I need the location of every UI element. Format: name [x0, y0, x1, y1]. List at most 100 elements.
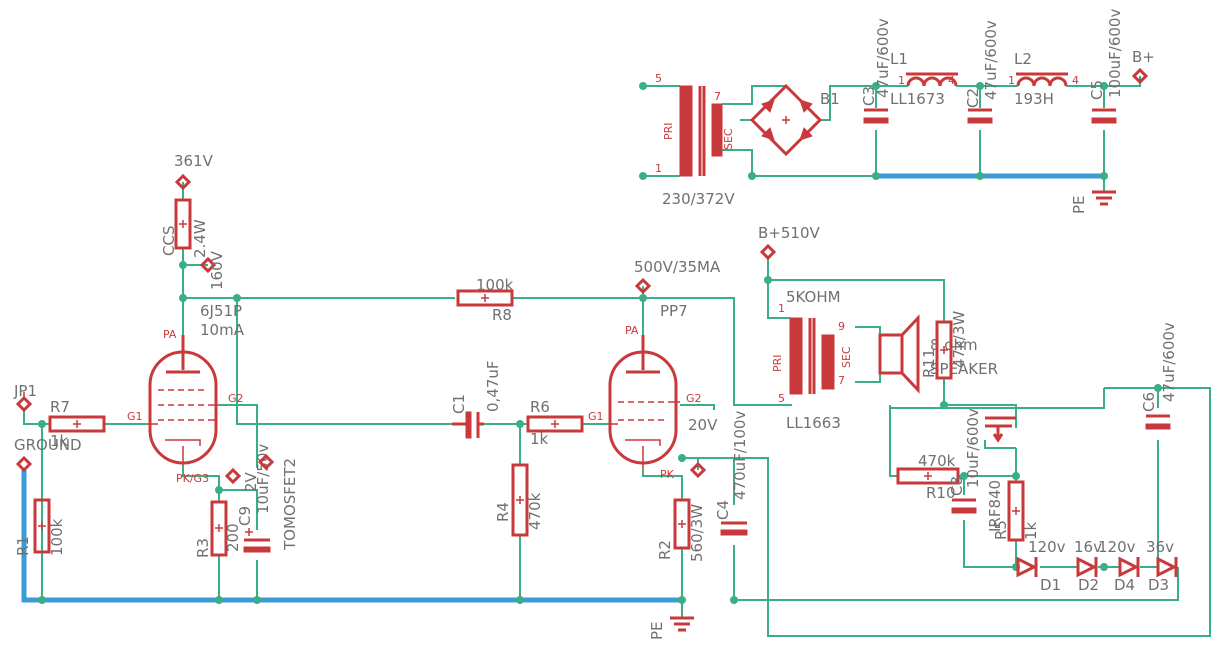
pt-voltage: 230/372V — [662, 190, 735, 208]
ccs-label: CCS — [160, 226, 178, 256]
c5-label: C5 — [1088, 80, 1106, 100]
tube-pp7: 500V/35MA PP7 PA G1 G2 PK — [588, 258, 721, 481]
capacitor-c6: C6 47uF/600v — [1140, 322, 1178, 430]
c3-value: 47uF/600v — [874, 18, 892, 98]
r8-label: R8 — [492, 306, 512, 324]
r7-label: R7 — [50, 398, 70, 416]
capacitor-c2: C2 47uF/600v — [964, 20, 1000, 124]
resistor-r5: R5 1k — [992, 480, 1040, 542]
tube1-current: 10mA — [200, 321, 245, 339]
ccs-source: 361V CCS 2.4W 160V — [160, 152, 226, 290]
c3-label: C3 — [860, 86, 878, 106]
r11-label: R11 — [920, 348, 938, 378]
ot-pri-label: PRI — [771, 354, 784, 372]
r3-label: R3 — [194, 538, 212, 558]
c2-value: 47uF/600v — [982, 20, 1000, 100]
pt-sec-label: SEC — [722, 128, 735, 150]
ground-terminal: GROUND — [14, 436, 82, 473]
capacitor-c8: C8 10uF/600v — [948, 408, 982, 514]
tube2-pk-label: PK — [660, 468, 675, 481]
pt-pin9: 9 — [714, 144, 721, 157]
c6-label: C6 — [1140, 392, 1158, 412]
pe-bottom-label: PE — [648, 621, 666, 640]
d2-label: D2 — [1078, 576, 1099, 594]
tomosfet-label: TOMOSFET2 — [281, 458, 299, 551]
bridge-rectifier-b1: B1 — [749, 83, 840, 157]
d4-label: D4 — [1114, 576, 1135, 594]
d3-voltage: 36v — [1146, 538, 1174, 556]
ot-pin1: 1 — [778, 302, 785, 315]
c2-label: C2 — [964, 88, 982, 108]
d1-voltage: 120v — [1028, 538, 1066, 556]
d1-label: D1 — [1040, 576, 1061, 594]
tube2-pa-label: PA — [625, 324, 639, 337]
pe-ground-top: PE — [1070, 190, 1116, 214]
c5-value: 100uF/600v — [1106, 9, 1124, 98]
tube2-g2-label: G2 — [686, 392, 702, 405]
pe-top-label: PE — [1070, 195, 1088, 214]
c6-value: 47uF/600v — [1160, 322, 1178, 402]
resistor-r7: R7 1k — [48, 398, 106, 450]
c8-value: 10uF/600v — [964, 408, 982, 488]
mosfet-irf840: IRF840 — [985, 416, 1016, 532]
v20-label: 20V — [688, 416, 718, 434]
ccs-power: 2.4W — [191, 219, 209, 258]
tube1-pa-label: PA — [163, 328, 177, 341]
ground-label: GROUND — [14, 436, 82, 454]
l1-pin1: 1 — [898, 74, 905, 87]
tube1-g1-label: G1 — [127, 410, 143, 423]
ot-pin7: 7 — [838, 374, 845, 387]
output-transformer: B+510V 5KOHM PRI SEC 1 5 9 7 LL1663 — [758, 224, 853, 432]
irf840-label: IRF840 — [986, 480, 1004, 532]
tube-6j51p: PA G1 G2 PK/G3 6J51P 10mA — [127, 302, 245, 485]
speaker: 8 ohm SPEAKER — [878, 314, 998, 394]
tube1-type: 6J51P — [200, 302, 242, 320]
pt-pri-label: PRI — [662, 122, 675, 140]
zener-string: 120v 16v 120v 36v D1 D2 D4 D3 — [1016, 538, 1178, 594]
capacitor-c5: C5 100uF/600v — [1088, 9, 1124, 124]
l1-pin4: 4 — [948, 74, 955, 87]
l2-pin1: 1 — [1008, 74, 1015, 87]
r4-value: 470k — [526, 492, 544, 530]
r8-value: 100k — [476, 276, 514, 294]
bplus-terminal: B+ — [1131, 48, 1155, 85]
resistor-r4: R4 470k — [494, 463, 544, 537]
l1-part: LL1673 — [890, 90, 945, 108]
tube2-g1-label: G1 — [588, 410, 604, 423]
r6-label: R6 — [530, 398, 550, 416]
r5-value: 1k — [1022, 521, 1040, 540]
r1-value: 100k — [48, 518, 66, 556]
choke-l2: L2 193H 1 4 — [1008, 50, 1082, 108]
r11-value: 47k/3W — [950, 311, 968, 368]
ot-pin5: 5 — [778, 392, 785, 405]
r3-value: 200 — [224, 523, 242, 552]
cathode-network-tube2: 20V R2 560/3W C4 470uF/100v — [656, 411, 749, 562]
r4-label: R4 — [494, 502, 512, 522]
r2-value: 560/3W — [688, 504, 706, 562]
r6-value: 1k — [530, 430, 549, 448]
tube2-type: PP7 — [660, 302, 688, 320]
pt-pin5: 5 — [655, 72, 662, 85]
choke-l1: L1 LL1673 1 4 — [876, 50, 960, 108]
r5-label: R5 — [992, 520, 1010, 540]
r1-label: R1 — [14, 536, 32, 556]
l2-label: L2 — [1014, 50, 1032, 68]
input-jack-jp1: JP1 — [13, 382, 37, 413]
c1-value: 0,47uF — [484, 360, 502, 412]
v500-label: 500V/35MA — [634, 258, 721, 276]
cathode-network-tube1: R3 200 C9 10uF/50v 2V TOMOSFET2 — [194, 444, 299, 558]
d2-voltage: 16v — [1074, 538, 1102, 556]
bplus510-label: B+510V — [758, 224, 820, 242]
d3-label: D3 — [1148, 576, 1169, 594]
tube1-g2-label: G2 — [228, 392, 244, 405]
c9-label: C9 — [236, 506, 254, 526]
l2-pin4: 4 — [1072, 74, 1079, 87]
tube1-pkg3-label: PK/G3 — [176, 472, 209, 485]
ot-pin9: 9 — [838, 320, 845, 333]
ot-part: LL1663 — [786, 414, 841, 432]
bplus-label: B+ — [1132, 48, 1155, 66]
ground-bus — [21, 173, 1106, 603]
speaker-label: SPEAKER — [930, 360, 998, 378]
capacitor-c3: C3 47uF/600v — [860, 18, 892, 124]
